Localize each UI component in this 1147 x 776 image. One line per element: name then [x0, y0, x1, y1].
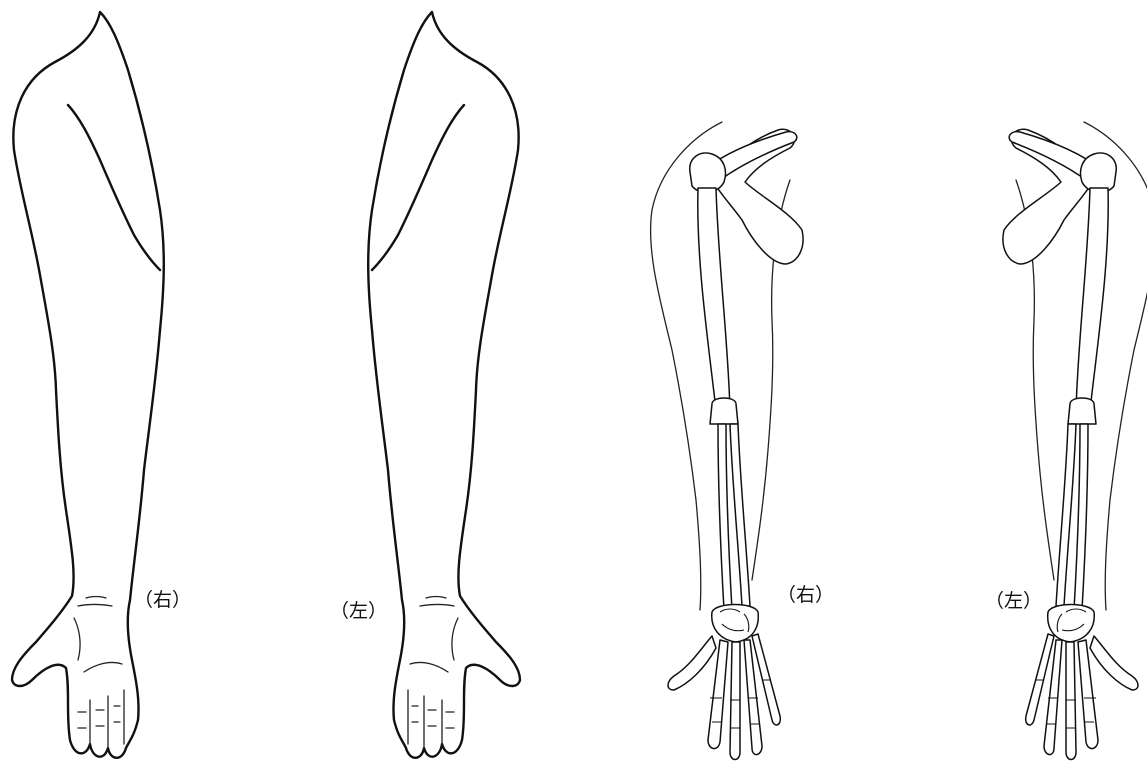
surface-arm-left — [368, 12, 520, 758]
label-surface-left: （左） — [330, 596, 387, 623]
skeleton-arm-left — [1003, 122, 1147, 760]
label-skeleton-left: （左） — [985, 586, 1042, 613]
label-skeleton-right: （右） — [777, 580, 834, 607]
surface-arm-right — [12, 12, 164, 758]
skeleton-arm-right — [651, 122, 803, 760]
label-surface-right: （右） — [134, 585, 191, 612]
